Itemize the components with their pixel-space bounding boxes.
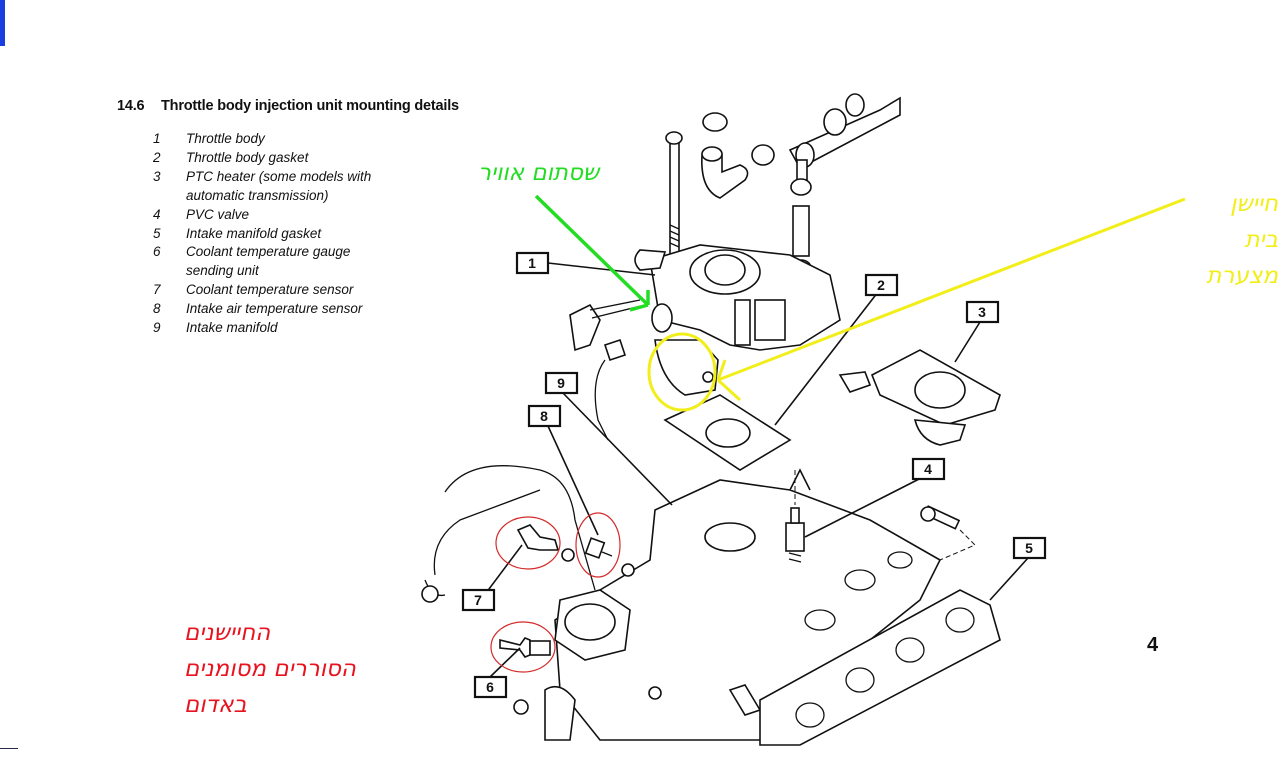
legend-label: Throttle body gasket — [186, 149, 309, 165]
figure-title-text: Throttle body injection unit mounting de… — [161, 98, 459, 114]
intake-air-temp-sensor — [584, 537, 635, 577]
annotation-line: באדום — [184, 692, 247, 718]
callout-6: 6 — [473, 675, 508, 699]
figure-title: 14.6 Throttle body injection unit mountin… — [117, 98, 459, 114]
wiring-connector — [569, 299, 646, 362]
svg-text:5: 5 — [1025, 540, 1033, 556]
page-marker: 4 — [1147, 634, 1159, 656]
legend-label: sending unit — [186, 263, 259, 279]
annotation-throttle-position-sensor: חיישן בית מצערת — [1188, 186, 1278, 294]
throttle-body-gasket — [663, 394, 792, 471]
vacuum-hose — [421, 359, 609, 603]
legend-item: 3 PTC heater (some models with — [153, 168, 426, 187]
annotation-air-valve: שסתום אוויר — [478, 160, 600, 186]
annotation-line: חיישן — [1230, 191, 1278, 217]
legend-num: 1 — [153, 131, 161, 146]
ptc-heater — [838, 349, 1001, 446]
legend-label: Intake manifold — [186, 320, 278, 336]
legend-label: PVC valve — [186, 206, 250, 222]
manifold-bolt — [920, 505, 976, 561]
annotation-line: החיישנים — [184, 620, 271, 646]
red-highlights — [490, 512, 621, 673]
legend-label: Intake manifold gasket — [186, 225, 322, 241]
legend-num: 9 — [153, 320, 161, 336]
legend-label: Coolant temperature gauge — [186, 244, 351, 260]
yellow-annotation-marker — [647, 197, 1186, 412]
callout-1: 1 — [515, 251, 550, 275]
legend-label: Coolant temperature sensor — [186, 282, 354, 298]
svg-text:9: 9 — [557, 375, 565, 391]
legend-item: 2 Throttle body gasket — [153, 149, 426, 168]
callout-5: 5 — [1012, 536, 1047, 560]
hose-assembly — [701, 93, 901, 277]
annotation-line: בית — [1244, 227, 1278, 253]
coolant-temp-sensor — [516, 524, 575, 562]
svg-text:6: 6 — [486, 679, 494, 695]
legend-item: 8 Intake air temperature sensor — [153, 300, 426, 319]
intake-manifold-gasket — [759, 589, 1001, 746]
legend-num: 3 — [153, 168, 161, 184]
legend-item: 9 Intake manifold — [153, 319, 426, 338]
parts-legend: 1 Throttle body 2 Throttle body gasket 3 PT… — [153, 130, 426, 338]
svg-text:1: 1 — [528, 255, 536, 271]
gauge-sending-unit — [499, 637, 551, 658]
legend-num: 8 — [153, 301, 161, 317]
legend-label: Throttle body — [186, 131, 265, 146]
svg-text:3: 3 — [978, 304, 986, 320]
callout-2: 2 — [864, 273, 899, 297]
annotation-line: הסוררים מסומנים — [184, 656, 356, 682]
long-bolt — [665, 131, 683, 256]
legend-item: 7 Coolant temperature sensor — [153, 281, 426, 300]
legend-label: automatic transmission) — [186, 187, 329, 203]
throttle-body — [634, 244, 841, 396]
legend-num: 2 — [153, 149, 161, 165]
legend-label: PTC heater (some models with — [186, 168, 372, 184]
legend-item: 5 Intake manifold gasket — [153, 225, 426, 244]
svg-text:7: 7 — [474, 592, 482, 608]
callout-9: 9 — [544, 371, 579, 395]
legend-item-cont: sending unit — [153, 262, 426, 281]
svg-text:8: 8 — [540, 408, 548, 424]
svg-text:2: 2 — [877, 277, 885, 293]
legend-num: 7 — [153, 282, 161, 298]
figure-number: 14.6 — [117, 98, 145, 114]
legend-num: 5 — [153, 225, 161, 241]
legend-item: 6 Coolant temperature gauge — [153, 243, 426, 262]
callout-3: 3 — [965, 300, 1000, 324]
callout-4: 4 — [911, 457, 946, 481]
green-annotation-arrow — [534, 194, 650, 312]
legend-num: 4 — [153, 206, 161, 222]
small-nut — [513, 686, 662, 715]
legend-item-cont: automatic transmission) — [153, 187, 426, 206]
callout-8: 8 — [527, 404, 562, 428]
callout-7: 7 — [461, 588, 496, 612]
annotation-line: מצערת — [1206, 263, 1278, 289]
annotation-faulty-sensors: החיישנים הסוררים מסומנים באדום — [184, 615, 394, 723]
leader-lines — [485, 262, 1029, 678]
pvc-valve — [785, 470, 805, 563]
legend-item: 4 PVC valve — [153, 206, 426, 225]
legend-num: 6 — [153, 244, 161, 260]
window-edge-accent — [0, 0, 5, 46]
legend-label: Intake air temperature sensor — [186, 301, 363, 317]
svg-text:4: 4 — [924, 461, 932, 477]
legend-item: 1 Throttle body — [153, 130, 426, 149]
window-edge-line — [0, 748, 18, 749]
